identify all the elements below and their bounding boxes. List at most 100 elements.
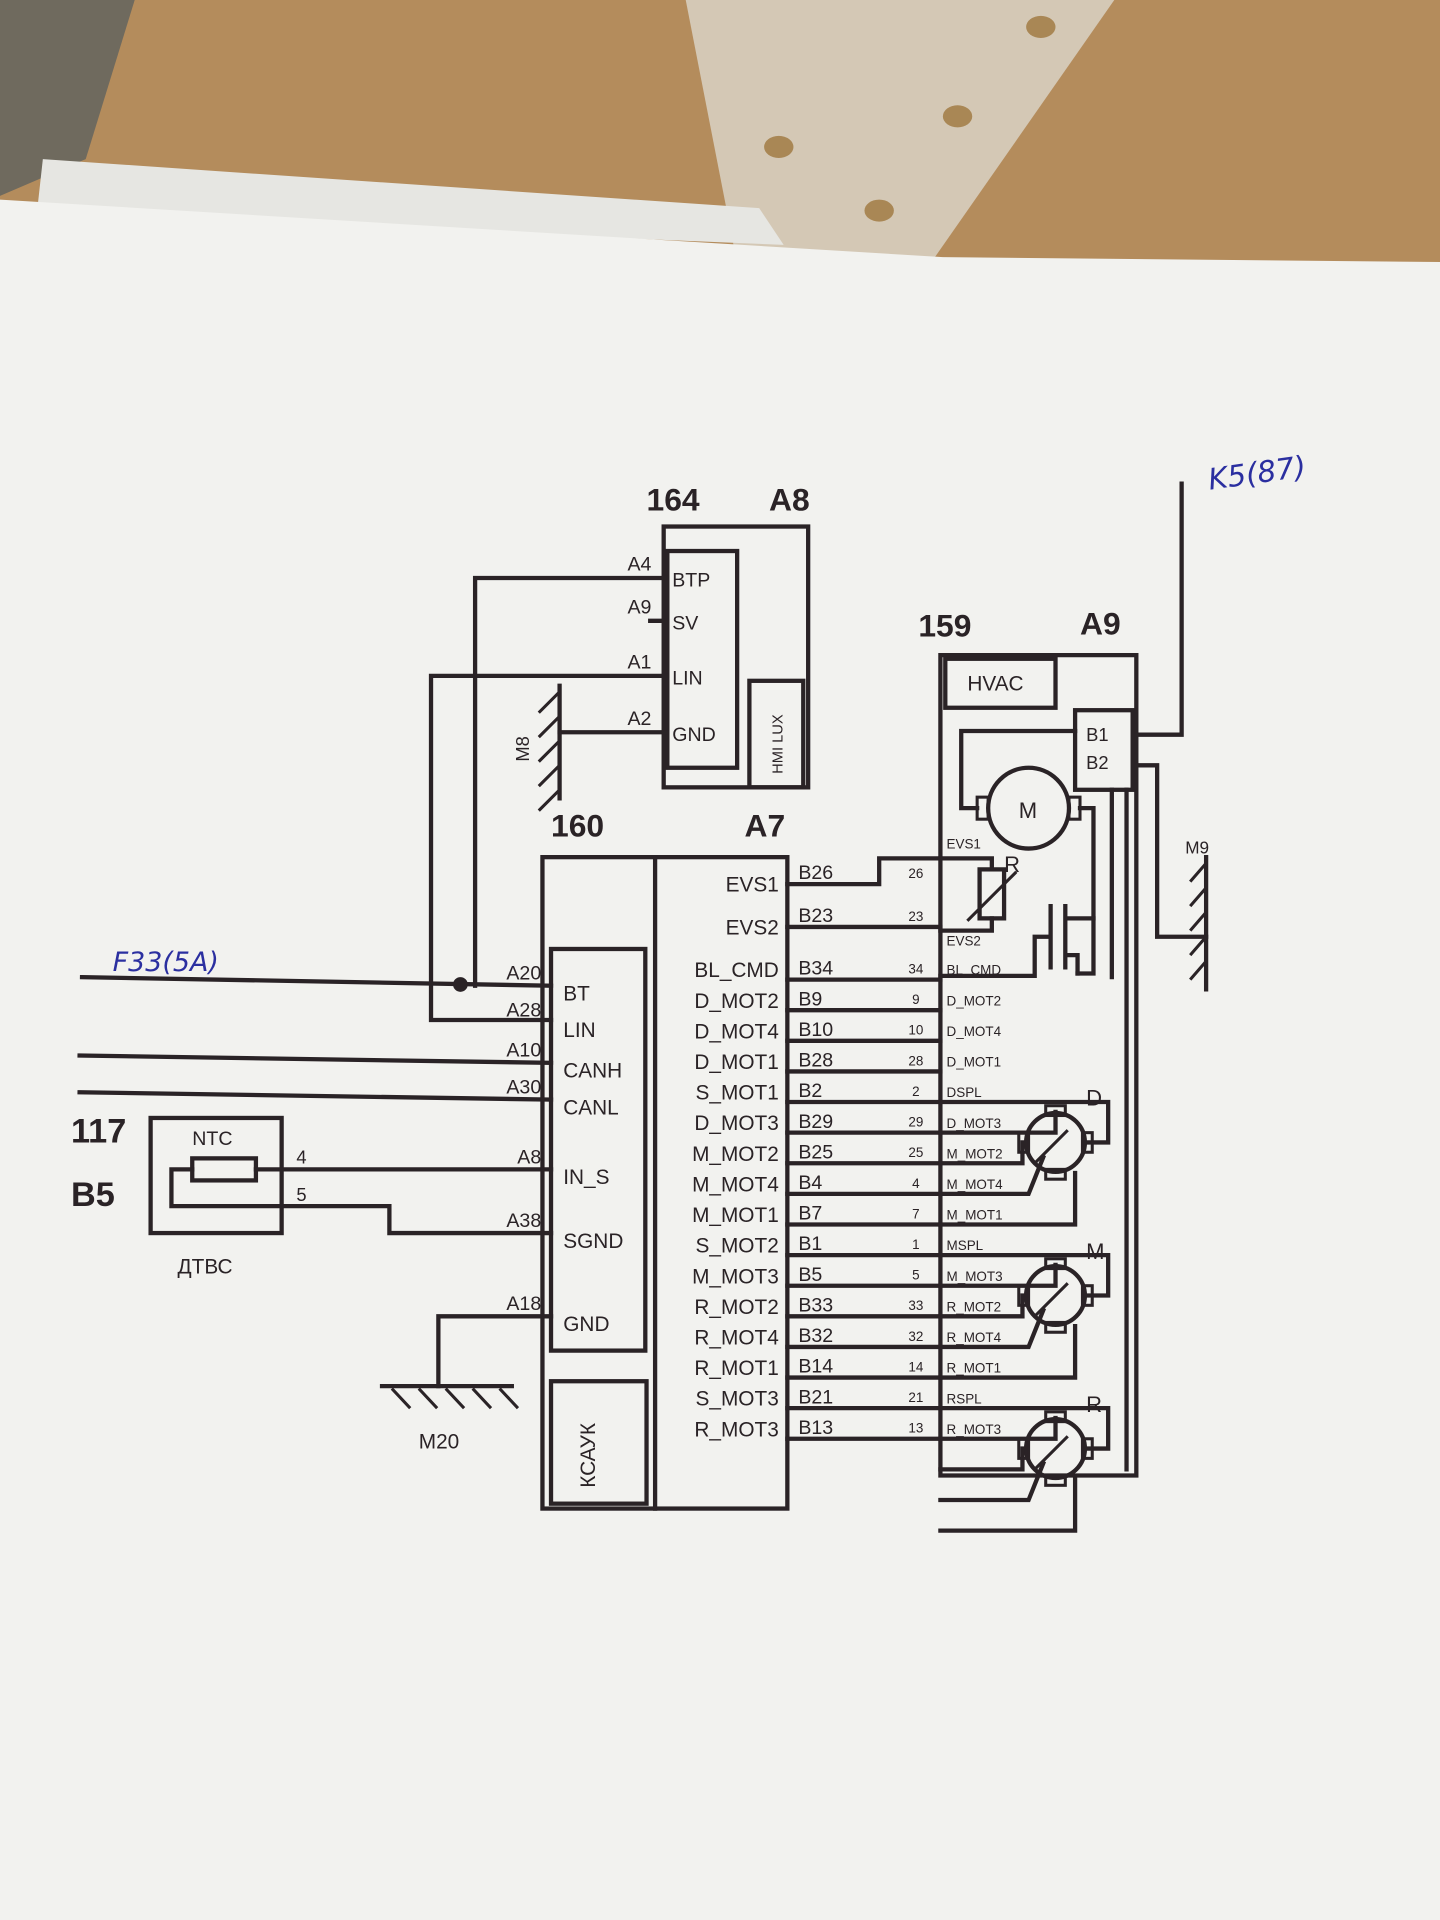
a9-signal-r_mot3: R_MOT3: [947, 1422, 1002, 1437]
ntc-label: NTC: [192, 1128, 232, 1150]
sensor-ref: B5: [71, 1176, 115, 1214]
a7-pin-A10: A10: [506, 1040, 541, 1062]
a7-signal-m_mot4: M_MOT4: [692, 1173, 779, 1196]
a9-signal-r_mot1: R_MOT1: [947, 1361, 1002, 1376]
a7-pin-B25: B25: [798, 1141, 833, 1163]
a7-pin-B33: B33: [798, 1294, 833, 1316]
a8-signal-gnd: GND: [672, 724, 716, 746]
motor-label-m: M: [1086, 1239, 1104, 1264]
actuator-motor-icon: [1023, 1110, 1088, 1174]
a9-signal-d_mot2: D_MOT2: [947, 993, 1002, 1008]
a9-pin-25: 25: [908, 1145, 923, 1160]
a7-pin-B1: B1: [798, 1233, 822, 1255]
motor-wire: [938, 1154, 1047, 1197]
a7-signal-d_mot3: D_MOT3: [694, 1112, 778, 1135]
a9-pin-21: 21: [908, 1390, 923, 1405]
motor-wire: [938, 1477, 1078, 1533]
a9-signal-evs2: EVS2: [947, 933, 981, 948]
a8-pin-A1: A1: [627, 652, 651, 674]
sleeve-holes: [764, 15, 1056, 222]
a7-module-label: КСАУК: [577, 1423, 600, 1488]
a7-pin-B28: B28: [798, 1050, 833, 1072]
ground-m8-label: M8: [512, 736, 533, 762]
motor-brush: [1080, 1131, 1094, 1154]
paper-sheet: [0, 199, 1440, 1920]
a7-signal-bt: BT: [563, 982, 590, 1005]
motor-wire: [938, 1109, 1058, 1135]
motor-wire: [938, 1170, 1078, 1227]
a7-signal-r_mot4: R_MOT4: [694, 1326, 778, 1349]
motor-brush: [1044, 1320, 1067, 1334]
b1-label: B1: [1086, 724, 1108, 745]
a9-signal-d_mot4: D_MOT4: [947, 1024, 1002, 1039]
sensor-name: ДТВС: [178, 1255, 233, 1278]
a7-signal-m_mot3: M_MOT3: [692, 1265, 779, 1288]
motor-wire: [938, 1252, 1111, 1298]
a7-signal-r_mot3: R_MOT3: [694, 1418, 778, 1441]
a7-signal-evs2: EVS2: [726, 916, 779, 939]
a7-pin-A38: A38: [506, 1210, 541, 1232]
motor-brush: [1044, 1410, 1067, 1424]
a7-pin-A20: A20: [506, 963, 541, 985]
a7-signal-d_mot2: D_MOT2: [694, 990, 778, 1013]
a9-pin-29: 29: [908, 1115, 923, 1130]
a7-signal-s_mot3: S_MOT3: [696, 1388, 779, 1411]
a9-number: 159: [918, 608, 971, 644]
motor-wire: [938, 1307, 1047, 1350]
a9-pin-32: 32: [908, 1329, 923, 1344]
a9-signal-rspl: RSPL: [947, 1391, 983, 1406]
b2-label: B2: [1086, 752, 1108, 773]
a7-signal-bl_cmd: BL_CMD: [694, 959, 778, 982]
motor-label-d: D: [1086, 1086, 1102, 1111]
motor-brush: [1080, 1284, 1094, 1307]
motor-brush: [1044, 1473, 1067, 1487]
a7-signal-d_mot4: D_MOT4: [694, 1020, 778, 1043]
a7-signal-lin: LIN: [563, 1019, 595, 1042]
motor-feedback-arrow: [1032, 1282, 1069, 1319]
a9-signal-d_mot1: D_MOT1: [947, 1055, 1002, 1070]
resistor-label: R: [1004, 852, 1020, 877]
a7-pin-B21: B21: [798, 1386, 833, 1408]
motor-feedback-arrow: [1032, 1129, 1069, 1166]
a8-pin-A2: A2: [627, 708, 651, 730]
a7-pin-B23: B23: [798, 905, 833, 927]
a9-signal-m_mot2: M_MOT2: [947, 1146, 1003, 1161]
actuator-motor-icon: [1023, 1417, 1088, 1481]
a7-number: 160: [551, 807, 604, 843]
a7-signal-in_s: IN_S: [563, 1166, 609, 1189]
a9-pin-33: 33: [908, 1298, 923, 1313]
a9-pin-5: 5: [912, 1268, 919, 1283]
a7-pin-A30: A30: [506, 1076, 541, 1098]
motor-wire: [938, 1415, 1058, 1441]
a7-pin-B34: B34: [798, 958, 833, 980]
motor-wire: [938, 1323, 1078, 1380]
a7-pin-B2: B2: [798, 1080, 822, 1102]
plastic-sleeve: [685, 0, 1115, 264]
a9-pin-2: 2: [912, 1084, 919, 1099]
a9-signal-d_mot3: D_MOT3: [947, 1116, 1002, 1131]
a7-pin-B29: B29: [798, 1111, 833, 1133]
a9-pin-26: 26: [908, 866, 923, 881]
motor-feedback-arrow: [1032, 1435, 1069, 1472]
a7-signal-canl: CANL: [563, 1096, 618, 1119]
sensor-pin-4: 4: [296, 1146, 306, 1167]
motor-brush: [1080, 1437, 1094, 1460]
a7-signal-s_mot1: S_MOT1: [696, 1082, 779, 1105]
a8-pin-A4: A4: [627, 554, 651, 576]
a8-number: 164: [647, 482, 700, 518]
a7-pin-B7: B7: [798, 1203, 822, 1225]
a9-pin-10: 10: [908, 1023, 923, 1038]
motor-wire: [938, 1262, 1058, 1288]
dark-corner: [0, 0, 135, 196]
motor-brush: [1017, 1437, 1031, 1460]
a8-signal-btp: BTP: [672, 570, 710, 592]
a7-pin-B10: B10: [798, 1019, 833, 1041]
a7-signal-r_mot1: R_MOT1: [694, 1357, 778, 1380]
motor-brush: [1017, 1284, 1031, 1307]
wire-B26: [785, 856, 943, 887]
motor-brush: [1017, 1131, 1031, 1154]
a7-pin-B32: B32: [798, 1325, 833, 1347]
a9-signal-m_mot1: M_MOT1: [947, 1208, 1003, 1223]
a9-pin-23: 23: [908, 909, 923, 924]
sensor-pin-5: 5: [296, 1184, 306, 1205]
